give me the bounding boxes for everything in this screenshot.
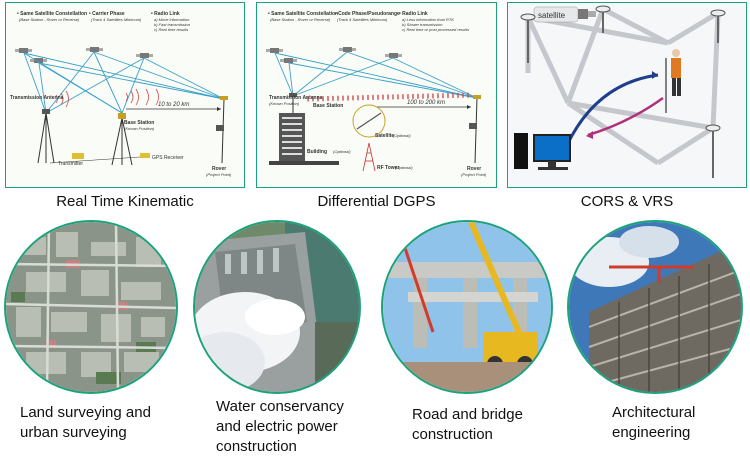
- svg-text:• Carrier Phase: • Carrier Phase: [89, 11, 125, 17]
- building-icon: [269, 113, 339, 165]
- satellite-icon: [266, 48, 283, 53]
- svg-text:b) Fast transmission: b) Fast transmission: [154, 22, 191, 27]
- computer-icon: [514, 133, 571, 170]
- svg-text:(Optional): (Optional): [333, 149, 351, 154]
- svg-text:Rover: Rover: [212, 166, 226, 172]
- svg-text:• Radio Link: • Radio Link: [399, 11, 428, 17]
- antenna-icon: [42, 109, 50, 114]
- svg-text:c) Real time or post processed: c) Real time or post processed results: [402, 27, 469, 32]
- svg-text:Base Station: Base Station: [313, 103, 343, 109]
- base-station-icon: [118, 113, 126, 119]
- svg-text:• Same Satellite Constellation: • Same Satellite Constellation: [268, 11, 338, 17]
- svg-text:(Optional): (Optional): [395, 165, 413, 170]
- svg-text:Satellite: Satellite: [375, 133, 394, 139]
- svg-text:(Base Station - Rover or Rever: (Base Station - Rover or Reverse): [19, 17, 80, 22]
- gps-receiver-icon: [140, 153, 150, 158]
- svg-text:(Known Position): (Known Position): [269, 101, 300, 106]
- rover-icon: [473, 95, 481, 99]
- svg-text:a) Move information: a) Move information: [154, 17, 190, 22]
- rtk-diagram-panel: 10 to 20 km • Same Satellite Constellati…: [5, 2, 245, 188]
- svg-text:b) Slower transmission: b) Slower transmission: [402, 22, 443, 27]
- svg-text:(Track 4 Satellites Minimum): (Track 4 Satellites Minimum): [337, 17, 388, 22]
- reference-station-icon: [520, 13, 536, 63]
- reference-station-icon: [710, 9, 726, 43]
- transmitter-icon: [72, 153, 84, 159]
- rtk-distance-label: 10 to 20 km: [158, 102, 189, 108]
- road-bridge-label: Road and bridge construction: [412, 406, 523, 443]
- svg-text:c) Real time results: c) Real time results: [154, 27, 188, 32]
- surveyor-icon: [665, 49, 681, 113]
- bridge-construction-image: [381, 220, 553, 394]
- svg-text:• Radio Link: • Radio Link: [151, 11, 180, 17]
- reference-station-icon: [595, 5, 611, 33]
- satellite-icon: [533, 6, 596, 23]
- svg-text:Building: Building: [307, 149, 327, 155]
- rover-icon: [220, 96, 228, 100]
- svg-text:(Track 4 Satellites Minimum): (Track 4 Satellites Minimum): [91, 17, 142, 22]
- satellite-label: satellite: [538, 11, 566, 20]
- svg-text:(Project Point): (Project Point): [206, 172, 232, 177]
- satellite-icon: [86, 47, 103, 52]
- architecture-image: [567, 220, 743, 394]
- land-surveying-label: Land surveying and urban surveying: [20, 404, 151, 441]
- land-surveying-image: [4, 220, 178, 394]
- svg-text:RF Tower: RF Tower: [377, 165, 399, 171]
- cors-vrs-diagram-panel: satellite: [507, 2, 747, 188]
- dam-image: [193, 220, 361, 394]
- rf-tower-icon: [362, 142, 376, 172]
- satellite-icon: [15, 48, 32, 53]
- satellite-icon: [136, 53, 153, 58]
- antenna-icon: [289, 93, 297, 97]
- dgps-distance-label: 100 to 200 km: [407, 100, 445, 106]
- svg-text:• Same Satellite Constellation: • Same Satellite Constellation: [17, 11, 87, 17]
- svg-text:Rover: Rover: [467, 166, 481, 172]
- satellite-icon: [385, 53, 402, 58]
- svg-text:GPS Receiver: GPS Receiver: [152, 155, 184, 161]
- svg-text:(Project Point): (Project Point): [461, 172, 487, 177]
- svg-text:Transmitter: Transmitter: [58, 161, 83, 167]
- dgps-diagram-panel: 100 to 200 km • Same Satellite Constella…: [256, 2, 497, 188]
- svg-text:Transmission Antenna: Transmission Antenna: [269, 95, 323, 101]
- svg-text:(Base Station - Rover or Rever: (Base Station - Rover or Reverse): [270, 17, 331, 22]
- svg-text:(Known Position): (Known Position): [124, 126, 155, 131]
- dgps-caption: Differential DGPS: [317, 193, 436, 210]
- reference-station-icon: [705, 124, 721, 178]
- cors-vrs-caption: CORS & VRS: [580, 193, 674, 210]
- rtk-caption: Real Time Kinematic: [56, 193, 194, 210]
- satellite-icon: [30, 58, 47, 63]
- svg-text:Transmission Antenna: Transmission Antenna: [10, 95, 64, 101]
- svg-text:• Code Phase/Pseudorange: • Code Phase/Pseudorange: [335, 11, 400, 17]
- architectural-label: Architectural engineering: [612, 404, 696, 441]
- water-conservancy-label: Water conservancy and electric power con…: [216, 398, 344, 455]
- svg-text:a) Less information than RTK: a) Less information than RTK: [402, 17, 454, 22]
- satellite-icon: [339, 47, 356, 52]
- svg-text:Base Station: Base Station: [124, 120, 154, 126]
- satellite-icon: [280, 58, 297, 63]
- svg-text:(Optional): (Optional): [393, 133, 411, 138]
